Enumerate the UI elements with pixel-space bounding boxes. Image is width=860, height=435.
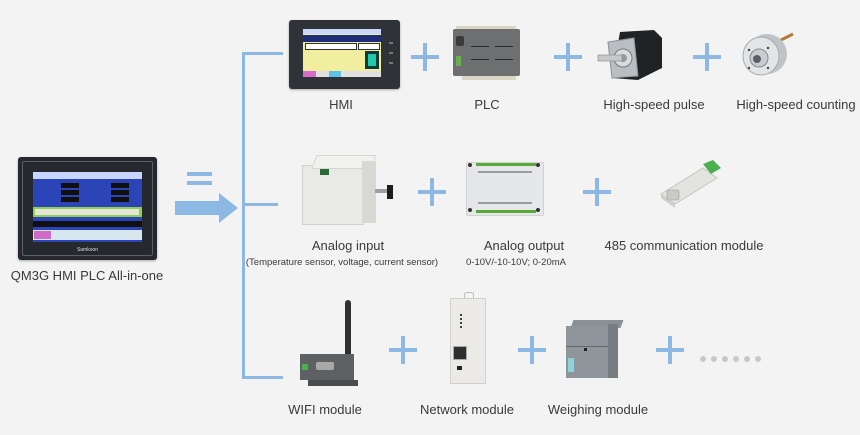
bracket-vertical-line <box>242 52 245 379</box>
item-label-wifi-module: WIFI module <box>288 402 362 417</box>
network-module-image <box>450 292 486 388</box>
item-sublabel-analog-input: (Temperature sensor, voltage, current se… <box>245 257 439 268</box>
item-label-high-speed-pulse: High-speed pulse <box>603 97 705 112</box>
hmi-image <box>289 20 400 89</box>
plus-icon <box>389 336 417 364</box>
main-product-label: QM3G HMI PLC All-in-one <box>10 268 164 283</box>
item-label-analog-output: Analog output <box>483 238 565 253</box>
item-label-plc: PLC <box>474 97 500 112</box>
item-label-weighing-module: Weighing module <box>547 402 649 417</box>
equals-icon <box>187 172 212 186</box>
plus-icon <box>518 336 546 364</box>
plc-image <box>453 26 520 81</box>
item-label-485-module: 485 communication module <box>604 238 764 253</box>
analog-input-image <box>302 155 397 225</box>
plus-icon <box>418 178 446 206</box>
bracket-top-line <box>242 52 283 55</box>
plus-icon <box>656 336 684 364</box>
plus-icon <box>411 43 439 71</box>
wifi-module-image <box>300 300 358 388</box>
arrow-right-icon <box>175 193 238 223</box>
bracket-middle-line <box>242 203 278 206</box>
item-label-analog-input: Analog input <box>311 238 385 253</box>
item-label-network-module: Network module <box>420 402 514 417</box>
item-sublabel-analog-output: 0-10V/-10-10V; 0-20mA <box>466 257 566 268</box>
plus-icon <box>583 178 611 206</box>
bracket-bottom-line <box>242 376 283 379</box>
weighing-module-image <box>566 320 624 380</box>
rotary-encoder-image <box>742 32 794 76</box>
plus-icon <box>554 43 582 71</box>
item-label-high-speed-counting: High-speed counting <box>736 97 856 112</box>
main-product-image: Samkoon <box>18 157 157 260</box>
rs485-adapter-image <box>660 160 721 208</box>
ellipsis-more-icon <box>700 356 761 362</box>
brand-text: Samkoon <box>76 247 99 253</box>
analog-output-image <box>466 162 544 216</box>
item-label-hmi: HMI <box>329 97 353 112</box>
plus-icon <box>693 43 721 71</box>
stepper-motor-image <box>597 30 662 80</box>
